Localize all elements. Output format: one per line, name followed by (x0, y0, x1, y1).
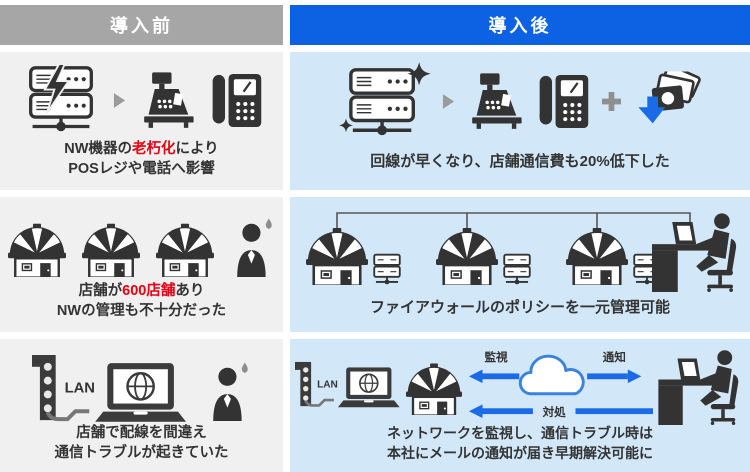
new-server-icon (339, 62, 431, 137)
panel-network-before: NW機器の老朽化により POSレジや電話へ影響 (0, 52, 283, 190)
network-after-icons (290, 62, 750, 140)
lan-switch-laptop-icon: LAN (294, 361, 400, 409)
monitor-label: 監視 (484, 350, 508, 364)
panel-network-after: 回線が早くなり、店舗通信費も20%低下した (290, 52, 750, 190)
respond-label: 対処 (541, 405, 566, 419)
cost-down-money-icon (633, 71, 701, 131)
panel-stores-before: 店舗が600店舗あり NWの管理も不十分だった (0, 197, 283, 332)
caption-text: 回線が早くなり、店舗通信費も20%低下した (370, 152, 670, 170)
panel-wiring-after: LAN 監視 通知 対処 ネットワークを監視し、通信トラブル時は 本社にメー (290, 339, 750, 472)
store-icon (436, 221, 498, 285)
header-after-label: 導入後 (488, 16, 552, 36)
wiring-before-icons: LAN (0, 351, 283, 430)
store-icon (82, 217, 140, 277)
caption-text: ファイアウォールのポリシーを一元管理可能 (369, 298, 670, 316)
lan-label: LAN (317, 379, 338, 390)
caption-text: 通信トラブルが起きていた (54, 445, 229, 462)
arrow-right-icon (442, 93, 455, 110)
caption-text: 店舗が (78, 282, 123, 299)
cloud-icon (518, 354, 585, 396)
network-before-icons (0, 64, 283, 136)
header-before: 導入前 (0, 5, 283, 45)
header-before-label: 導入前 (110, 16, 173, 36)
store-icon (8, 217, 66, 277)
plus-icon (601, 91, 622, 112)
pos-register-icon (466, 73, 526, 130)
wiring-before-caption: 店舗で配線を間違え 通信トラブルが起きていた (0, 423, 283, 464)
network-after-caption: 回線が早くなり、店舗通信費も20%低下した (290, 151, 750, 172)
notify-label: 通知 (602, 350, 625, 364)
worried-person-icon (230, 217, 276, 277)
admin-at-desk-icon (658, 348, 746, 425)
caption-text: により (175, 140, 219, 157)
lan-switch-laptop-icon: LAN (31, 354, 186, 423)
store-server-icon (370, 253, 404, 287)
panel-stores-after: ファイアウォールのポリシーを一元管理可能 (290, 197, 750, 332)
admin-at-desk-icon (652, 211, 744, 292)
lan-label: LAN (64, 380, 94, 396)
wiring-after-caption: ネットワークを監視し、通信トラブル時は 本社にメールの通知が届き早期解決可能に (290, 424, 750, 464)
arrow-right-icon (113, 92, 126, 109)
caption-highlight: 老朽化 (131, 140, 176, 157)
store-icon (156, 217, 214, 277)
phone-icon (537, 74, 590, 129)
caption-text: 本社にメールの通知が届き早期解決可能に (387, 445, 653, 462)
store-server-icon (500, 253, 534, 287)
pos-register-icon (138, 72, 198, 129)
caption-text: ネットワークを監視し、通信トラブル時は (387, 425, 653, 442)
caption-text: 店舗で配線を間違え (76, 424, 207, 441)
phone-icon (210, 73, 263, 128)
worried-person-icon (206, 361, 252, 421)
header-after: 導入後 (290, 5, 750, 45)
store-icon (306, 221, 368, 285)
stores-after-caption: ファイアウォールのポリシーを一元管理可能 (290, 297, 750, 318)
broken-server-icon (21, 64, 101, 136)
cloud-monitoring-diagram: 監視 通知 対処 (468, 350, 653, 419)
stores-before-caption: 店舗が600店舗あり NWの管理も不十分だった (0, 281, 283, 322)
caption-text: あり (175, 282, 205, 299)
panel-wiring-before: LAN 店舗で配線を間違え 通信トラブルが起きていた (0, 339, 283, 472)
caption-text: POSレジや電話へ影響 (68, 161, 215, 178)
wiring-after-icons: LAN 監視 通知 対処 (290, 347, 750, 425)
caption-text: NWの管理も不十分だった (56, 303, 227, 320)
network-before-caption: NW機器の老朽化により POSレジや電話へ影響 (0, 139, 283, 180)
store-icon (566, 221, 628, 285)
stores-before-icons (0, 217, 283, 277)
caption-text: NW機器の (64, 140, 132, 157)
caption-highlight: 600店舗 (122, 282, 176, 299)
store-icon (406, 357, 462, 415)
